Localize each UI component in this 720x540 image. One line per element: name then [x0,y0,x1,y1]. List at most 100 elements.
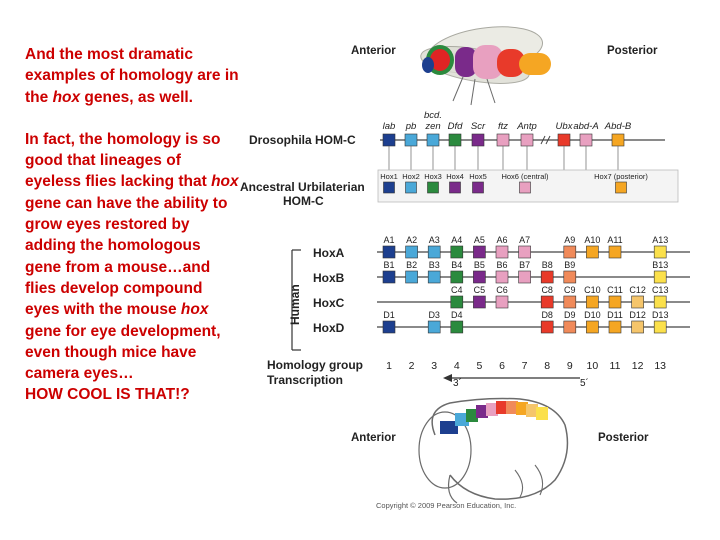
human-gene-c8 [540,295,554,309]
drosophila-gene-antp [520,133,534,147]
paragraph-2: In fact, the homology is so good that li… [25,129,240,406]
human-gene-label: D10 [584,310,601,320]
human-gene-label: B2 [406,260,417,270]
ancestral-label-2: HOM-C [283,194,324,208]
human-gene-label: B8 [542,260,553,270]
drosophila-gene-label: Scr [471,121,486,132]
ancestral-gene-7 [615,181,627,194]
human-gene-c4 [450,295,464,309]
human-gene-label: A10 [584,235,600,245]
drosophila-gene-label: Antp [516,121,537,132]
drosophila-gene-scr [471,133,485,147]
para2-emphasis: hox [211,173,239,191]
human-gene-d11 [608,320,622,334]
human-gene-label: B5 [474,260,485,270]
human-gene-c6 [495,295,509,309]
human-gene-c9 [563,295,577,309]
drosophila-gene-ubx [557,133,571,147]
homology-number: 5 [476,360,482,372]
ancestral-gene-label: Hox4 [446,172,464,181]
human-gene-label: B9 [564,260,575,270]
drosophila-gene-label: Ubx [556,121,574,132]
mouse-embryo-illustration: Anterior Posterior [351,397,649,504]
human-gene-b2 [405,270,418,284]
human-gene-a11 [608,245,622,259]
ancestral-label-1: Ancestral Urbilaterian [240,180,365,194]
human-gene-a2 [405,245,418,259]
drosophila-gene-pb [404,133,418,147]
drosophila-gene-ftz [496,133,510,147]
human-gene-label: B3 [429,260,440,270]
human-gene-d9 [563,320,577,334]
human-gene-label: D4 [451,310,463,320]
human-gene-label: C11 [607,285,623,295]
human-gene-label: C13 [652,285,669,295]
human-gene-c12 [631,295,644,309]
drosophila-gene-label: ftz [498,121,508,132]
human-cluster-hoxd: HoxD [313,321,345,335]
human-gene-label: A11 [607,235,622,245]
human-gene-a4 [450,245,464,259]
human-gene-label: D9 [564,310,576,320]
paragraph-1: And the most dramatic examples of homolo… [25,44,240,108]
human-gene-label: C6 [496,285,508,295]
drosophila-gene-dfd [448,133,462,147]
copyright-text: Copyright © 2009 Pearson Education, Inc. [376,501,516,510]
human-gene-label: C4 [451,285,463,295]
human-gene-b6 [495,270,509,284]
explanation-text: And the most dramatic examples of homolo… [25,44,240,406]
ancestral-gene-2 [405,181,417,194]
transcription-3prime: 3´ [453,377,462,389]
human-gene-label: B6 [496,260,507,270]
fly-posterior-label: Posterior [607,45,658,57]
para2-text-end: gene for eye development, even though mi… [25,322,221,383]
homology-number: 12 [632,360,644,372]
para1-text: And the most dramatic examples of homolo… [25,46,239,106]
human-gene-label: D1 [383,310,395,320]
para2-emphasis-2: hox [180,301,209,319]
ancestral-gene-6 [519,181,531,194]
homology-number: 13 [654,360,666,372]
ancestral-gene-label: Hox2 [402,172,420,181]
human-bracket: Human [288,249,302,351]
human-gene-label: A1 [383,235,394,245]
ancestral-gene-label: Hox3 [424,172,442,181]
human-gene-label: B4 [451,260,462,270]
human-gene-d12 [631,320,644,334]
drosophila-gene-zen [426,133,440,147]
human-gene-label: A5 [474,235,485,245]
ancestral-gene-label: Hox7 (posterior) [594,172,648,181]
ancestral-gene-4 [449,181,461,194]
human-gene-label: D8 [541,310,553,320]
drosophila-gene-label: pb [405,121,417,132]
ancestral-gene-label: Hox6 (central) [501,172,549,181]
ancestral-gene-1 [383,181,395,194]
human-gene-label: C5 [474,285,486,295]
human-gene-b13 [653,270,667,284]
human-gene-c13 [653,295,667,309]
embryo-posterior-label: Posterior [598,432,649,444]
human-gene-label: C12 [629,285,646,295]
human-gene-d10 [586,320,599,334]
homology-number: 1 [386,360,392,372]
human-gene-label: B1 [383,260,394,270]
human-gene-a6 [495,245,509,259]
para2-exclamation: HOW COOL IS THAT!? [25,386,190,404]
human-gene-label: D13 [652,310,669,320]
drosophila-gene-label: abd-A [573,121,598,132]
human-cluster-hoxc: HoxC [313,296,345,310]
human-gene-d1 [382,320,396,334]
human-gene-label: C8 [541,285,553,295]
human-gene-b4 [450,270,464,284]
human-gene-b3 [427,270,441,284]
human-gene-b5 [473,270,486,284]
para2-text: In fact, the homology is so good that li… [25,130,221,191]
homology-number: 11 [610,360,621,372]
homology-number: 10 [587,360,599,372]
human-gene-d4 [450,320,464,334]
